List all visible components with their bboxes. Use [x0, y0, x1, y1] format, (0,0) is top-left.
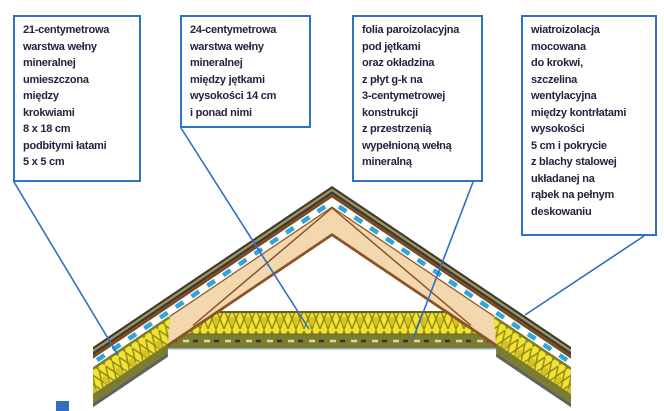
- callout-text-4: wiatroizolacja mocowana do krokwi, szcze…: [531, 24, 627, 218]
- leader-line-2: [180, 127, 310, 330]
- leader-line-4: [524, 235, 645, 316]
- callout-box-wind-insulation: wiatroizolacja mocowana do krokwi, szcze…: [521, 15, 657, 236]
- caption-marker: [56, 401, 69, 411]
- callout-box-rafter-wool: 21-centymetrowa warstwa wełny mineralnej…: [13, 15, 141, 182]
- leader-line-3: [412, 181, 474, 340]
- callout-text-1: 21-centymetrowa warstwa wełny mineralnej…: [23, 24, 110, 168]
- callout-text-2: 24-centymetrowa warstwa wełny mineralnej…: [190, 24, 277, 119]
- callout-box-collar-beam-wool: 24-centymetrowa warstwa wełny mineralnej…: [180, 15, 311, 128]
- left-roof-slope: [56, 179, 370, 411]
- gk-ceiling-strip: [147, 333, 508, 348]
- callout-box-vapour-barrier: folia paroizolacyjna pod jętkami oraz ok…: [352, 15, 483, 182]
- leader-line-1: [13, 181, 119, 356]
- callout-text-3: folia paroizolacyjna pod jętkami oraz ok…: [362, 24, 460, 168]
